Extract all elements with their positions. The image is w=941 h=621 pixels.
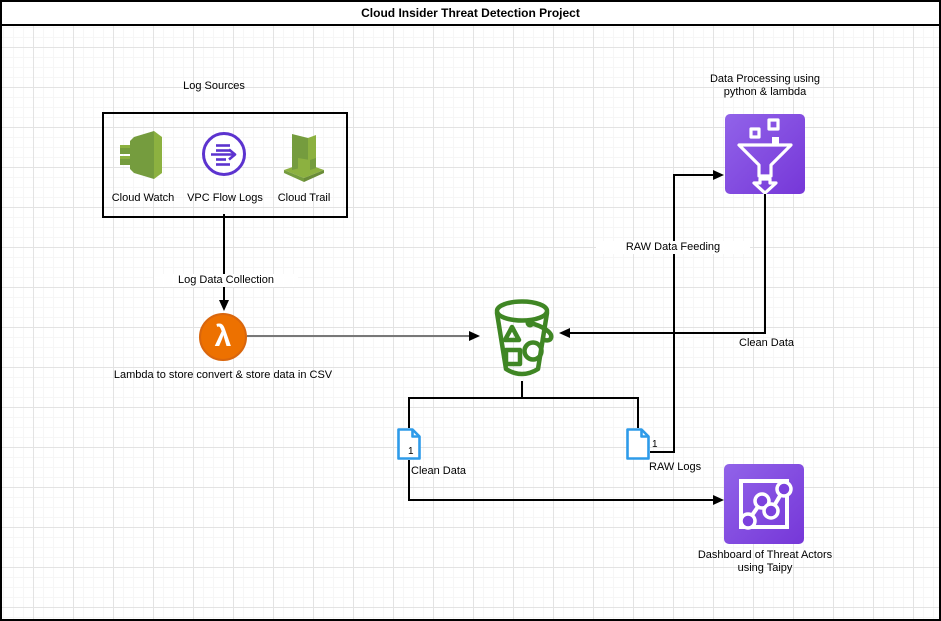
node-lambda[interactable]: λ — [199, 313, 247, 361]
node-dashboard-label: Dashboard of Threat Actors using Taipy — [665, 549, 865, 575]
node-s3-bucket[interactable] — [486, 295, 558, 383]
edge-clean-file-to-dashboard-v[interactable] — [408, 460, 410, 500]
edge-lambda-to-bucket-arrowhead — [469, 331, 480, 341]
raw-logs-file-label: RAW Logs — [649, 461, 702, 473]
diagram-title: Cloud Insider Threat Detection Project — [2, 2, 939, 26]
document-icon — [397, 428, 421, 460]
edge-branch-to-clean-file[interactable] — [408, 397, 410, 428]
vpc-flow-logs-icon — [202, 132, 246, 176]
node-raw-logs-file[interactable] — [626, 428, 650, 460]
node-clean-data-file[interactable] — [397, 428, 421, 460]
edge-raw-feeding-arrowhead — [713, 170, 724, 180]
edge-log-data-collection-arrowhead — [219, 300, 229, 311]
edge-clean-return-arrowhead — [559, 328, 570, 338]
edge-log-data-collection-label: Log Data Collection — [154, 274, 298, 287]
dashboard-label-line2: using Taipy — [737, 562, 793, 574]
edge-log-data-collection[interactable] — [223, 214, 225, 300]
edge-bucket-branch[interactable] — [408, 397, 639, 399]
edge-raw-feeding-label: RAW Data Feeding — [596, 241, 750, 254]
log-sources-group-box[interactable] — [102, 112, 348, 218]
edge-bucket-stem[interactable] — [521, 381, 523, 398]
dashboard-chart-icon — [739, 479, 793, 530]
edge-branch-to-raw-file[interactable] — [637, 397, 639, 428]
edge-raw-feeding-h2[interactable] — [673, 174, 713, 176]
log-sources-group-label: Log Sources — [183, 80, 245, 92]
node-cloudtrail-label: Cloud Trail — [277, 192, 331, 204]
s3-bucket-icon — [494, 299, 554, 377]
edge-clean-file-to-dashboard-h[interactable] — [408, 499, 713, 501]
data-processing-label-line2: python & lambda — [723, 86, 807, 98]
cloudwatch-icon — [120, 131, 162, 179]
edge-raw-feeding-v[interactable] — [673, 175, 675, 453]
cloudtrail-icon — [284, 134, 324, 182]
edge-clean-file-to-dashboard-arrowhead — [713, 495, 724, 505]
edge-clean-return-v[interactable] — [764, 194, 766, 334]
edge-clean-return-label: Clean Data — [739, 337, 795, 349]
node-cloudwatch-label: Cloud Watch — [111, 192, 175, 204]
node-data-processing-label: Data Processing using python & lambda — [665, 73, 865, 99]
clean-data-file-label: Clean Data — [411, 465, 467, 477]
edge-clean-return-h[interactable] — [570, 332, 766, 334]
lambda-icon: λ — [214, 320, 232, 353]
node-vpc-flow-logs-label: VPC Flow Logs — [187, 192, 263, 204]
node-cloudtrail[interactable] — [278, 126, 330, 184]
edge-raw-feeding-h1[interactable] — [650, 451, 674, 453]
document-icon — [626, 428, 650, 460]
edge-lambda-to-bucket[interactable] — [247, 335, 469, 337]
raw-logs-file-badge: 1 — [652, 439, 658, 450]
node-data-processing[interactable] — [725, 114, 805, 194]
clean-data-file-badge: 1 — [408, 446, 414, 457]
data-funnel-icon — [737, 118, 793, 194]
data-processing-label-line1: Data Processing using — [709, 73, 821, 85]
node-vpc-flow-logs[interactable] — [200, 130, 248, 178]
node-lambda-caption: Lambda to store convert & store data in … — [113, 369, 333, 381]
node-cloudwatch[interactable] — [118, 127, 168, 183]
node-dashboard[interactable] — [724, 464, 804, 544]
dashboard-label-line1: Dashboard of Threat Actors — [697, 549, 833, 561]
